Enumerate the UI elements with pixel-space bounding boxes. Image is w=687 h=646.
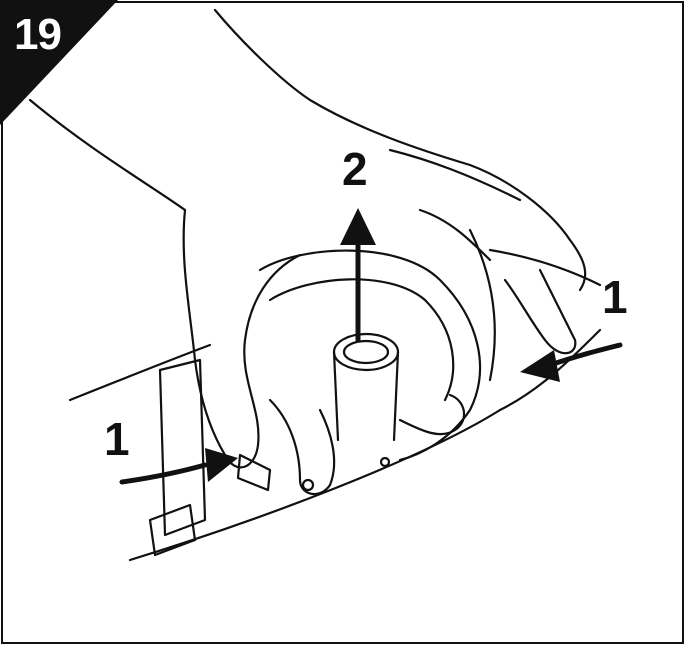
arrow-left-shaft <box>119 462 208 485</box>
knuckle-line <box>468 228 496 382</box>
step-2-label: 2 <box>342 143 368 195</box>
finger-crease-1 <box>388 148 522 202</box>
arrow-left-head <box>205 448 238 482</box>
housing-ring-inner <box>268 278 455 402</box>
bobbin-tube-left <box>332 350 340 442</box>
middle-finger <box>503 268 577 355</box>
hand-wrist-bottom <box>28 98 187 212</box>
body-outline-lower <box>128 408 502 562</box>
arrow-up-head <box>340 208 376 245</box>
step-1-right-label: 1 <box>602 271 628 323</box>
screw-right <box>379 456 391 468</box>
step-badge-bg <box>0 0 118 125</box>
finger-crease-2 <box>418 208 492 262</box>
body-outline-upper <box>68 343 212 402</box>
step-number: 19 <box>14 10 62 59</box>
latch-right <box>398 393 466 436</box>
body-outline-top <box>488 248 602 287</box>
arrow-right-head <box>520 350 560 382</box>
arrow-right-shaft <box>547 342 623 368</box>
bobbin-tube-right <box>392 350 400 442</box>
hand-wrist-top <box>213 8 587 292</box>
gear-left <box>236 453 272 492</box>
mechanism-slot <box>148 503 197 557</box>
mechanism-plate <box>158 358 207 537</box>
housing-ring <box>258 249 482 462</box>
screw-left <box>301 478 315 492</box>
bobbin-tube-inner <box>342 339 390 365</box>
latch-left <box>268 398 336 496</box>
step-1-left-label: 1 <box>104 413 130 465</box>
